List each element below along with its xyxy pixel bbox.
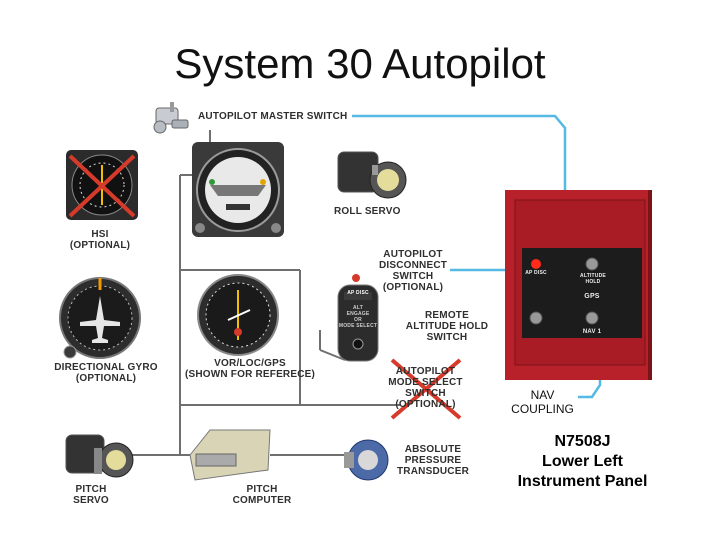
panel-ap-disc-label: AP DISC [525,270,547,276]
roll-servo-icon [337,151,407,199]
pitch-computer-label: PITCH COMPUTER [232,484,292,506]
autopilot-instrument-icon [192,142,284,237]
directional-gyro-icon [59,277,141,359]
hsi-label: HSI (OPTIONAL) [69,229,131,251]
disconnect-switch-label: AUTOPILOT DISCONNECT SWITCH (OPTIONAL) [378,249,448,293]
vor-label: VOR/LOC/GPS (SHOWN FOR REFERECE) [184,358,316,380]
master-switch-icon [153,102,189,134]
panel-caption: N7508J Lower Left Instrument Panel [517,433,648,490]
directional-gyro-label: DIRECTIONAL GYRO (OPTIONAL) [54,362,158,384]
pitch-computer-icon [189,429,271,481]
pressure-transducer-label: ABSOLUTE PRESSURE TRANSDUCER [397,444,469,477]
pitch-servo-icon [65,434,134,478]
nav-coupling-note: NAV COUPLING [511,388,574,416]
remote-alt-hold-label: REMOTE ALTITUDE HOLD SWITCH [405,310,489,343]
vor-instrument-icon [197,274,279,356]
instrument-panel-photo [505,190,652,380]
disconnect-switch-icon [337,274,379,362]
hsi-icon [66,150,138,220]
mode-select-label: AUTOPILOT MODE SELECT SWITCH (OPTIONAL) [388,366,463,410]
roll-servo-label: ROLL SERVO [334,206,401,217]
pressure-transducer-icon [344,439,389,481]
pitch-servo-label: PITCH SERVO [73,484,109,506]
panel-nav1-label: NAV 1 [582,329,602,335]
master-switch-label: AUTOPILOT MASTER SWITCH [198,111,348,122]
alt-button-top-label: AP DISC [347,290,369,296]
mode-select-crossed-icon [390,358,462,420]
page-title: System 30 Autopilot [174,40,546,87]
panel-altitude-hold-label: ALTITUDE HOLD [580,273,606,285]
alt-button-mid-label: ALT ENGAGE OR MODE SELECT [338,305,378,329]
panel-gps-label: GPS [584,293,600,300]
